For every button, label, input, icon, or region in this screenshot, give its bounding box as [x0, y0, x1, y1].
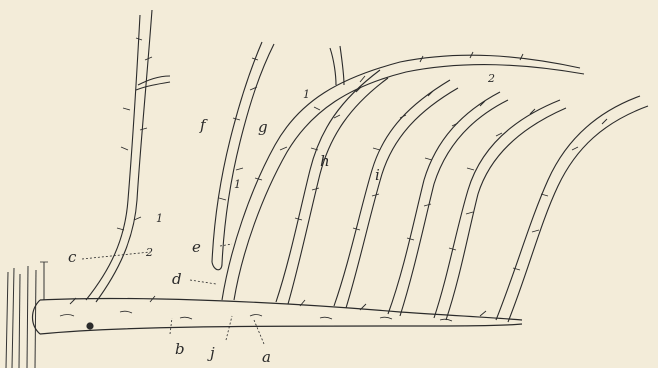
cane-six	[434, 100, 566, 320]
label-g: g	[258, 118, 268, 136]
cane-seven	[496, 96, 648, 322]
post	[6, 262, 48, 368]
cane-f	[212, 42, 274, 270]
label-number-left-two: 2	[145, 246, 153, 259]
label-c: c	[68, 248, 77, 266]
label-j: j	[207, 344, 215, 362]
cane-left	[86, 10, 170, 302]
label-e: e	[192, 238, 201, 256]
cane-five	[388, 92, 508, 316]
cane-h	[276, 70, 388, 304]
label-a: a	[262, 348, 271, 366]
label-number-f-one: 1	[234, 178, 241, 191]
main-cane	[33, 296, 523, 334]
label-i: i	[375, 166, 380, 184]
label-f: f	[199, 116, 208, 134]
label-d: d	[172, 270, 182, 288]
label-h: h	[320, 152, 330, 170]
label-number-top-one: 1	[303, 88, 310, 101]
label-number-top-two: 2	[487, 72, 495, 85]
label-number-left-one: 1	[156, 212, 163, 225]
label-b: b	[175, 340, 185, 358]
cane-i	[334, 80, 458, 308]
